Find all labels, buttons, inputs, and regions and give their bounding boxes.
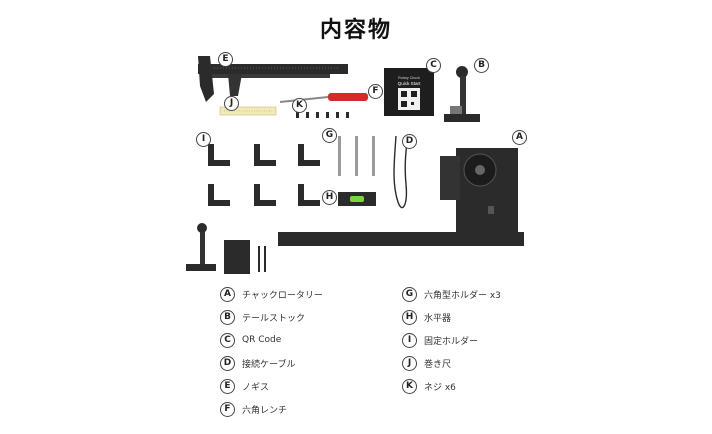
legend-item-d: D 接続ケーブル <box>220 355 295 371</box>
legend-item-a: A チャックロータリー <box>220 286 323 302</box>
tape-measure-image <box>219 106 277 116</box>
callout-d: D <box>402 134 417 149</box>
legend-item-f: F 六角レンチ <box>220 401 287 417</box>
legend-badge: H <box>402 309 417 325</box>
mount-plate-image <box>224 240 266 274</box>
legend-badge: E <box>220 378 235 394</box>
legend-label: 固定ホルダー <box>424 336 479 347</box>
legend-item-j: J 巻き尺 <box>402 355 451 371</box>
callout-g: G <box>322 128 337 143</box>
legend-label: 六角レンチ <box>242 405 288 416</box>
legend-badge: K <box>402 378 417 394</box>
callout-h: H <box>322 190 337 205</box>
legend-badge: D <box>220 355 235 371</box>
callout-i: I <box>196 132 211 147</box>
legend-badge: A <box>220 286 235 302</box>
legend-item-c: C QR Code <box>220 332 281 348</box>
callout-b: B <box>474 58 489 73</box>
tailstock-image <box>444 66 480 122</box>
level-image <box>338 192 376 206</box>
legend-label: ネジ x6 <box>424 382 456 393</box>
legend-badge: C <box>220 332 235 348</box>
contents-illustration: Rotary Chuck Quick Start <box>186 56 524 274</box>
legend-badge: I <box>402 332 417 348</box>
qr-card-line1: Rotary Chuck <box>398 76 420 80</box>
legend-badge: J <box>402 355 417 371</box>
legend-item-e: E ノギス <box>220 378 269 394</box>
callout-a: A <box>512 130 527 145</box>
legend-item-b: B テールストック <box>220 309 305 325</box>
legend-label: ノギス <box>242 382 270 393</box>
legend-label: 巻き尺 <box>424 359 452 370</box>
legend-item-k: K ネジ x6 <box>402 378 456 394</box>
qr-card-line2: Quick Start <box>398 81 421 86</box>
legend-item-i: I 固定ホルダー <box>402 332 478 348</box>
page-title: 内容物 <box>319 18 392 43</box>
legend-label: テールストック <box>242 313 306 324</box>
cable-image <box>393 135 409 209</box>
callout-j: J <box>224 96 239 111</box>
chuck-rotary-image <box>278 148 524 246</box>
legend-badge: B <box>220 309 235 325</box>
screws-image <box>296 112 349 118</box>
legend-label: 水平器 <box>424 313 452 324</box>
legend-label: 接続ケーブル <box>242 359 296 370</box>
legend-label: 六角型ホルダー x3 <box>424 290 501 301</box>
legend-item-g: G 六角型ホルダー x3 <box>402 286 501 302</box>
tailstock-small-image <box>186 223 216 271</box>
qr-card-image: Rotary Chuck Quick Start <box>384 68 434 116</box>
callout-f: F <box>368 84 383 99</box>
hex-holders-image <box>338 136 375 176</box>
callout-e: E <box>218 52 233 67</box>
legend-badge: F <box>220 401 235 417</box>
fixing-holders-image <box>208 144 320 206</box>
caliper-image <box>198 56 348 102</box>
legend-badge: G <box>402 286 417 302</box>
legend-label: QR Code <box>242 335 282 345</box>
legend-item-h: H 水平器 <box>402 309 451 325</box>
legend-label: チャックロータリー <box>242 290 323 301</box>
callout-c: C <box>426 58 441 73</box>
callout-k: K <box>292 98 307 113</box>
